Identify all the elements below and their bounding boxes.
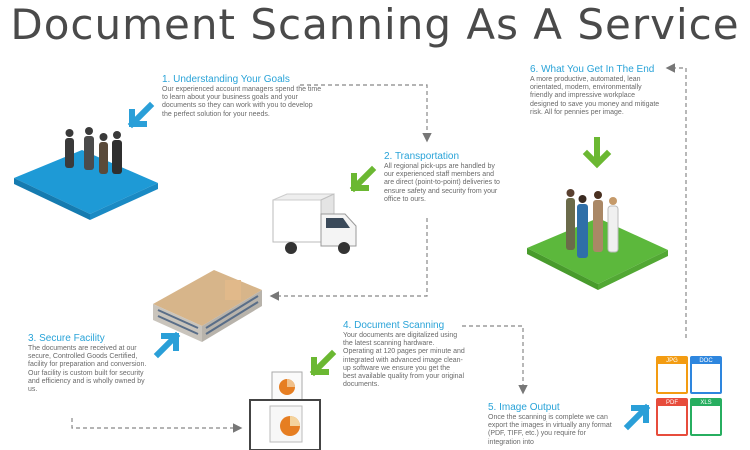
- step-body: Our experienced account managers spend t…: [162, 86, 322, 118]
- file-label: XLS: [692, 400, 720, 406]
- step-heading: 1. Understanding Your Goals: [162, 74, 290, 85]
- blue-arrow-step5: [623, 403, 651, 431]
- step-heading: 3. Secure Facility: [28, 333, 105, 344]
- pdf-file-icon: PDF: [656, 398, 688, 436]
- blue-arrow-step3: [153, 331, 181, 359]
- green-arrow-step2: [349, 165, 377, 193]
- step-understanding-goals: 1. Understanding Your Goals Our experien…: [162, 74, 322, 119]
- connector-1-to-2: [300, 84, 432, 143]
- step-secure-facility: 3. Secure Facility The documents are rec…: [28, 333, 148, 394]
- step-heading: 2. Transportation: [384, 151, 460, 162]
- file-label: PDF: [658, 400, 686, 406]
- blue-arrows: [127, 101, 651, 431]
- scanner-monitor: [249, 371, 321, 450]
- step-heading: 6. What You Get In The End: [530, 64, 655, 75]
- step-body: Your documents are digitalized using the…: [343, 332, 465, 389]
- secure-facility-building: [153, 270, 262, 342]
- jpg-file-icon: JPG: [656, 356, 688, 394]
- file-label: DOC: [692, 358, 720, 364]
- step-image-output: 5. Image Output Once the scanning is com…: [488, 402, 618, 447]
- step-body: A more productive, automated, lean orien…: [530, 76, 660, 116]
- delivery-truck: [272, 193, 357, 254]
- connector-5-to-6: [665, 63, 687, 338]
- connector-3-to-4: [71, 418, 243, 433]
- blue-arrow-step1: [127, 101, 155, 129]
- xls-file-icon: XLS: [690, 398, 722, 436]
- green-arrow-step6: [582, 137, 612, 169]
- step-body: All regional pick-ups are handled by our…: [384, 163, 500, 203]
- step-heading: 4. Document Scanning: [343, 320, 445, 331]
- step-body: Once the scanning is complete we can exp…: [488, 414, 612, 446]
- connector-2-to-3: [269, 218, 428, 301]
- connector-4-to-5: [462, 325, 528, 395]
- flow-connectors: [71, 63, 687, 433]
- meeting-people-blue-platform: [14, 127, 158, 220]
- page-title: Document Scanning As A Service: [10, 0, 740, 49]
- step-what-you-get: 6. What You Get In The End A more produc…: [530, 64, 660, 117]
- step-body: The documents are received at our secure…: [28, 345, 147, 394]
- step-document-scanning: 4. Document Scanning Your documents are …: [343, 320, 465, 389]
- doc-file-icon: DOC: [690, 356, 722, 394]
- step-heading: 5. Image Output: [488, 402, 560, 413]
- happy-people-green-platform: [527, 189, 668, 290]
- green-arrows: [309, 137, 612, 377]
- step-transportation: 2. Transportation All regional pick-ups …: [384, 151, 504, 204]
- file-label: JPG: [658, 358, 686, 364]
- green-arrow-step4: [309, 349, 337, 377]
